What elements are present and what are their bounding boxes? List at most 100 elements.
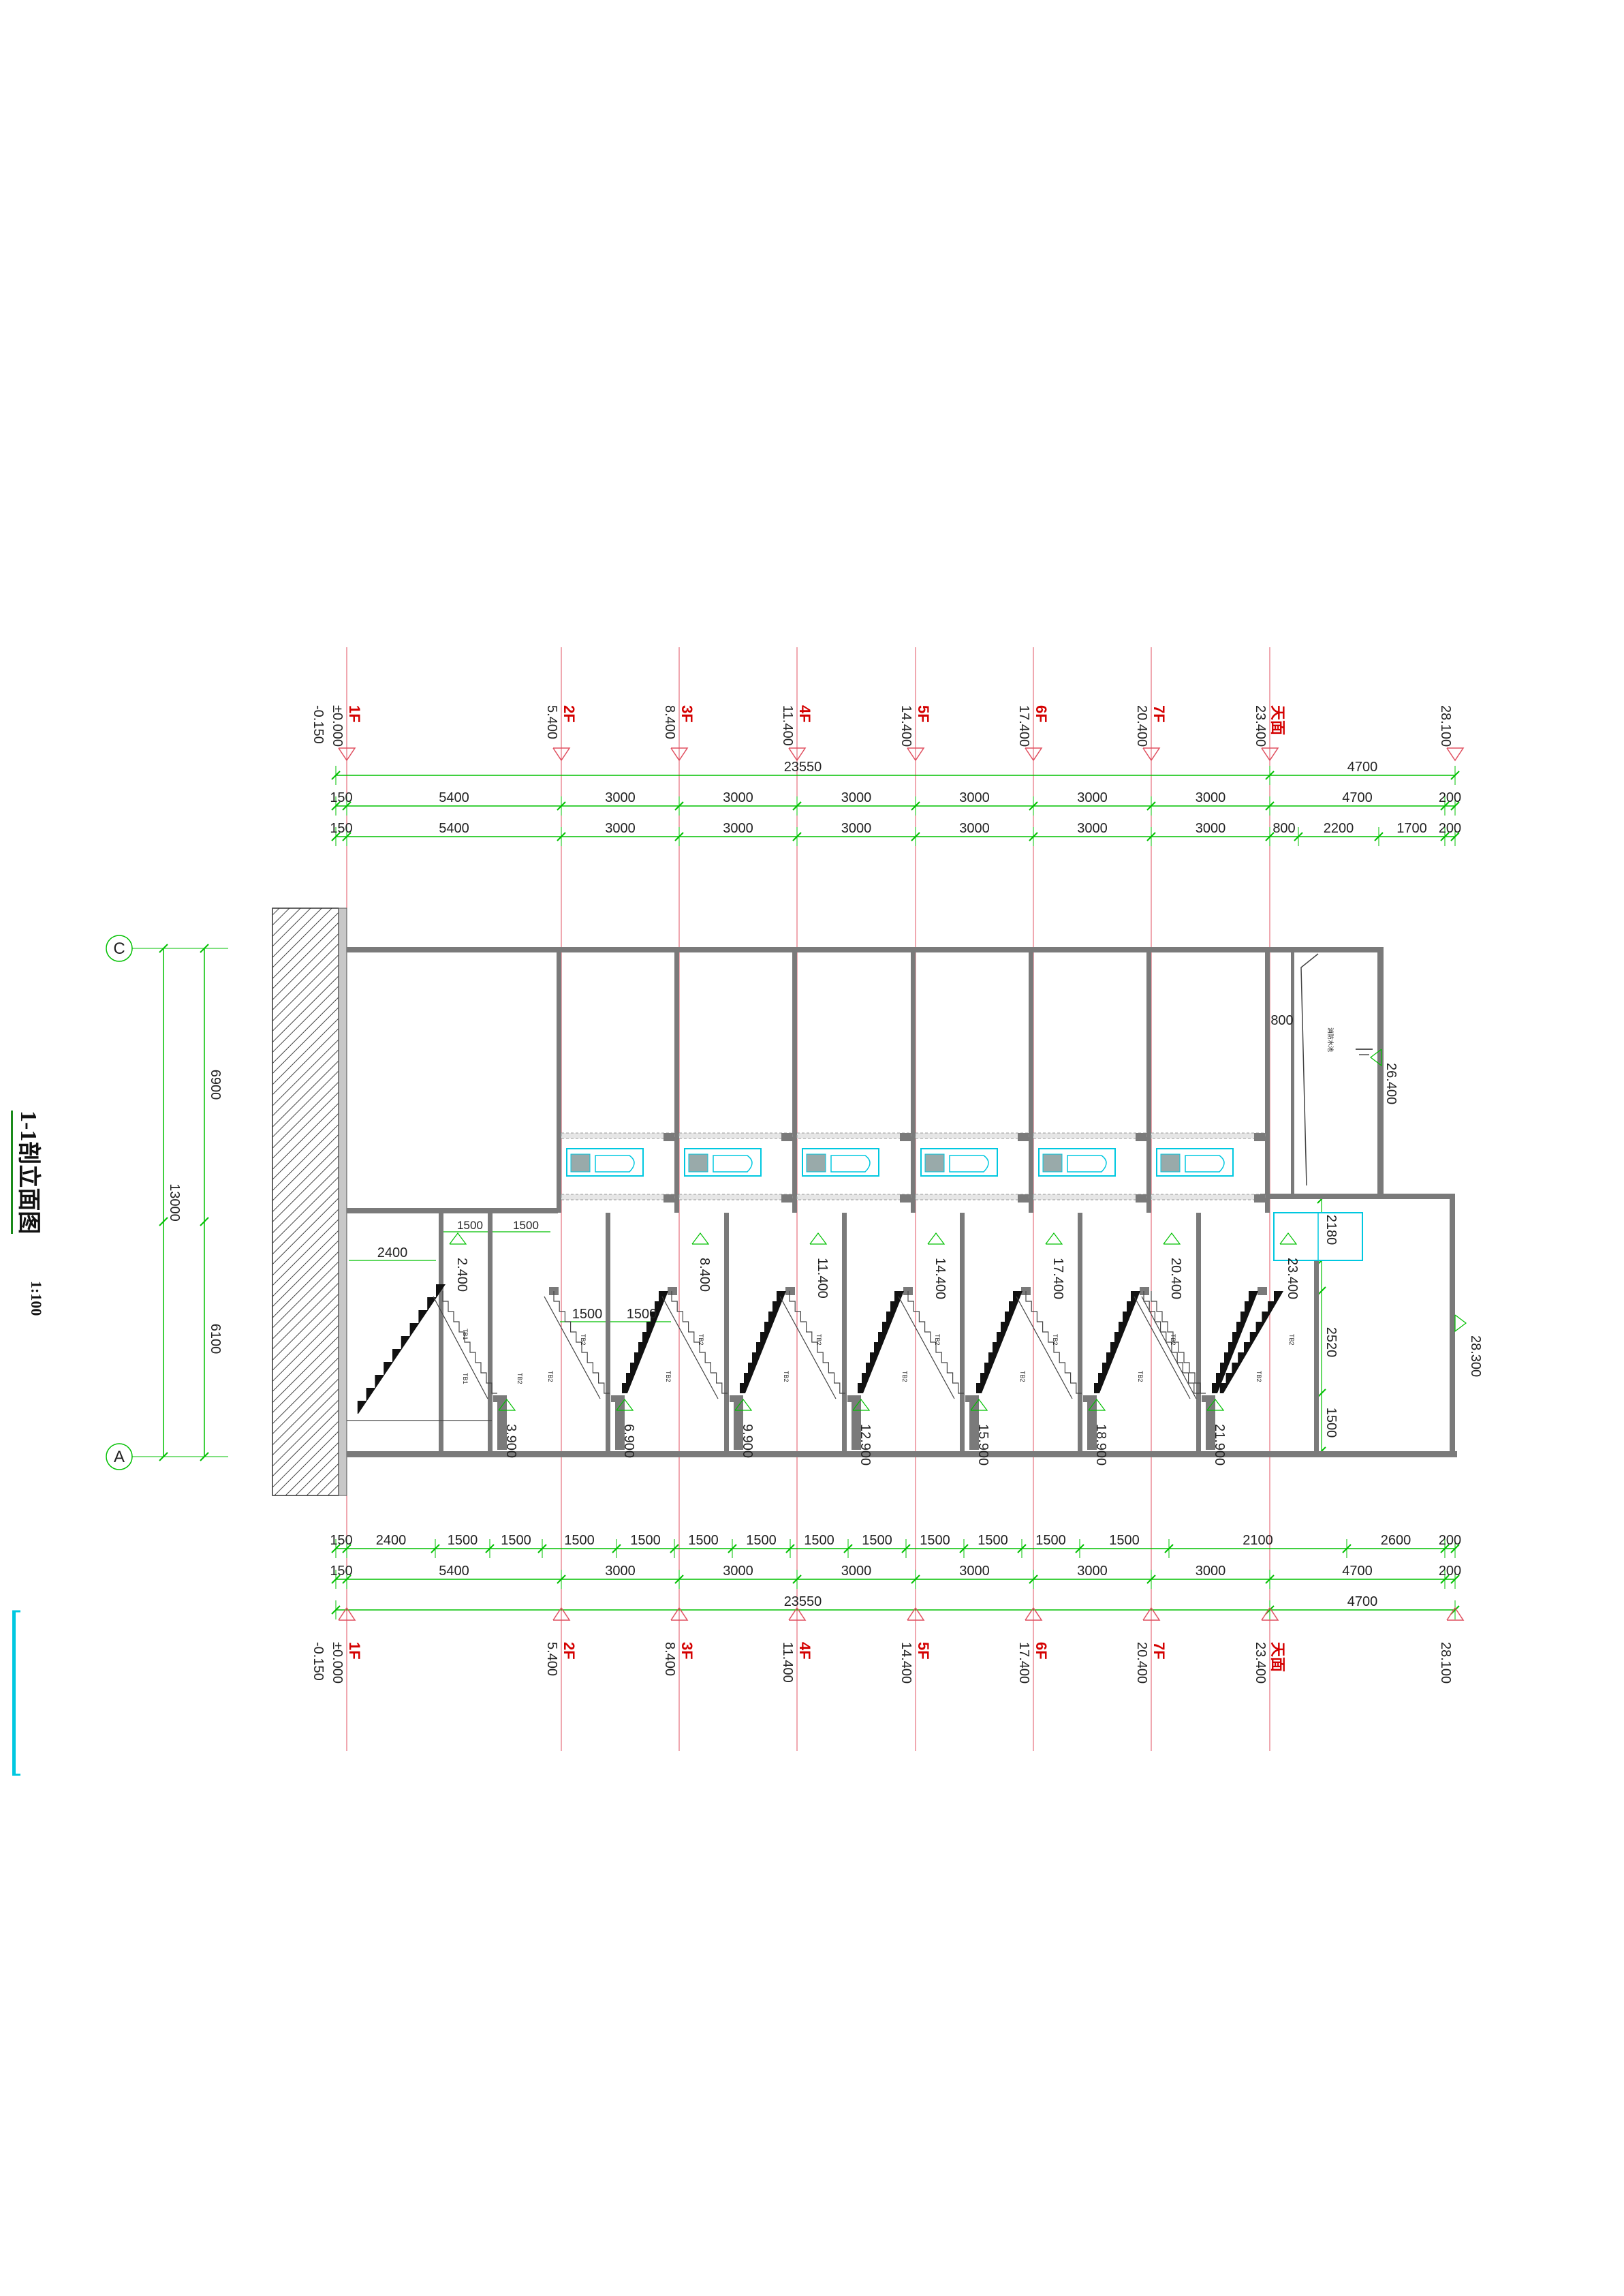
level-floor: 2F — [561, 1642, 578, 1660]
bottom-dim-row1-text: 1500 — [1109, 1533, 1140, 1548]
bay-slab-top — [561, 1132, 675, 1139]
landing-upper-elev: 17.400 — [1050, 1258, 1065, 1299]
stair-stringer — [779, 1296, 837, 1399]
stair-stringer — [898, 1296, 955, 1399]
top-dim-row2-text: 800 — [1272, 821, 1295, 836]
interior-dim-text: 800 — [1270, 1013, 1293, 1028]
bottom-dim-row1-text: 1500 — [920, 1533, 950, 1548]
top-dim-row1-text: 3000 — [959, 790, 990, 805]
tank-label: 消防水池 — [1327, 1027, 1334, 1052]
landing-marker — [809, 1232, 828, 1245]
landing-beam — [847, 1395, 861, 1402]
landing-upper-elev: 2.400 — [454, 1258, 469, 1292]
level-elev: 17.400 — [1016, 705, 1031, 747]
level-marker — [1446, 747, 1465, 762]
landing-marker — [1163, 1232, 1181, 1245]
bay-slab-bottom — [1033, 1194, 1147, 1200]
landing-beam — [1258, 1287, 1267, 1295]
landing-beam — [1140, 1287, 1149, 1295]
landing-beam — [965, 1395, 979, 1402]
dim-tick — [200, 944, 209, 953]
window-pane — [688, 1153, 708, 1173]
stair-flight-view — [1151, 1291, 1206, 1394]
landing-marker — [1045, 1232, 1063, 1245]
beam — [1254, 1133, 1265, 1141]
level-marker — [338, 1607, 356, 1621]
beam — [663, 1133, 674, 1141]
top-overall-dim-text: 4700 — [1347, 760, 1378, 775]
landing-marker — [1279, 1232, 1298, 1245]
bay-wall — [557, 947, 561, 1213]
interior-dim-text: 1500 — [572, 1307, 603, 1322]
landing-beam — [730, 1395, 743, 1402]
level-floor: 1F — [346, 705, 363, 723]
bottom-dim-row2-text: 3000 — [1196, 1564, 1226, 1579]
bottom-dim-row1-text: 1500 — [688, 1533, 719, 1548]
top-dim-row1-text: 3000 — [605, 790, 636, 805]
ground-slab — [347, 1451, 1457, 1457]
stair-flight-view — [553, 1291, 610, 1394]
level-floor: 3F — [678, 705, 696, 723]
bottom-dim-row1-text: 2400 — [376, 1533, 407, 1548]
bottom-dim-row2-text: 4700 — [1342, 1564, 1373, 1579]
landing-lower-elev: 3.900 — [503, 1424, 518, 1458]
stair-flight-cut — [618, 1291, 668, 1393]
stair-stringer — [1141, 1296, 1197, 1399]
level-elev: ±0.000 — [330, 705, 345, 747]
bottom-overall-dim-text: 23550 — [784, 1594, 822, 1609]
drawing-title-block: 1-1剖立面图 1:100 — [11, 1111, 67, 1329]
stair-tag: TB2 — [1170, 1334, 1176, 1346]
roof-elev: 26.400 — [1384, 1063, 1399, 1104]
level-marker — [338, 747, 356, 762]
lower-column — [960, 1213, 965, 1451]
beam — [1018, 1133, 1029, 1141]
roof-marker — [1370, 1049, 1382, 1067]
vdim-total-text: 13000 — [167, 1183, 182, 1222]
level-elev: 20.400 — [1134, 1642, 1149, 1684]
stair-tag: TB1 — [462, 1373, 469, 1384]
top-dim-row1-text: 3000 — [1196, 790, 1226, 805]
bottom-dim-row1-text: 1500 — [804, 1533, 834, 1548]
bay-wall — [792, 947, 797, 1213]
landing-beam — [785, 1287, 795, 1295]
landing-upper-elev: 14.400 — [933, 1258, 948, 1299]
landing-lower-elev: 9.900 — [740, 1424, 755, 1458]
stair-tag: TB1 — [462, 1329, 469, 1340]
landing-marker — [734, 1399, 753, 1411]
level-elev: ±0.000 — [330, 1642, 345, 1684]
stair-flight-cut — [1090, 1291, 1140, 1393]
level-marker — [1261, 747, 1279, 762]
lower-column — [1078, 1213, 1082, 1451]
landing-beam — [611, 1395, 625, 1402]
level-marker — [670, 1607, 689, 1621]
bay-slab-bottom — [561, 1194, 675, 1200]
beam — [781, 1133, 792, 1141]
stair-flight-cut — [349, 1284, 446, 1414]
bay-wall — [1146, 947, 1151, 1213]
axis-bubble — [106, 1443, 133, 1470]
interior-vdim-text: 1500 — [1324, 1408, 1339, 1438]
stair-flight-view — [671, 1291, 728, 1394]
bottom-dim-row1-text: 1500 — [978, 1533, 1008, 1548]
bottom-dim-row1-text: 1500 — [1035, 1533, 1066, 1548]
window-sash — [713, 1155, 753, 1173]
landing-marker — [498, 1399, 516, 1411]
window-sash — [830, 1155, 871, 1173]
window-pane — [570, 1153, 591, 1173]
top-dim-row2-text: 3000 — [1077, 821, 1108, 836]
landing-upper-elev: 8.400 — [697, 1258, 712, 1292]
drawing-title: 1-1剖立面图 — [11, 1111, 48, 1235]
dim-tick — [159, 1217, 168, 1226]
level-elev: 20.400 — [1134, 705, 1149, 747]
landing-lower-elev: 6.900 — [621, 1424, 636, 1458]
waterproof-layer — [338, 907, 347, 1496]
landing-lower-elev: 12.900 — [858, 1424, 873, 1465]
landing-marker — [616, 1399, 634, 1411]
lower-column — [1196, 1213, 1201, 1451]
level-floor: 4F — [796, 705, 813, 723]
beam — [1136, 1133, 1146, 1141]
lower-column — [488, 1213, 493, 1451]
level-elev: 14.400 — [899, 1642, 914, 1684]
